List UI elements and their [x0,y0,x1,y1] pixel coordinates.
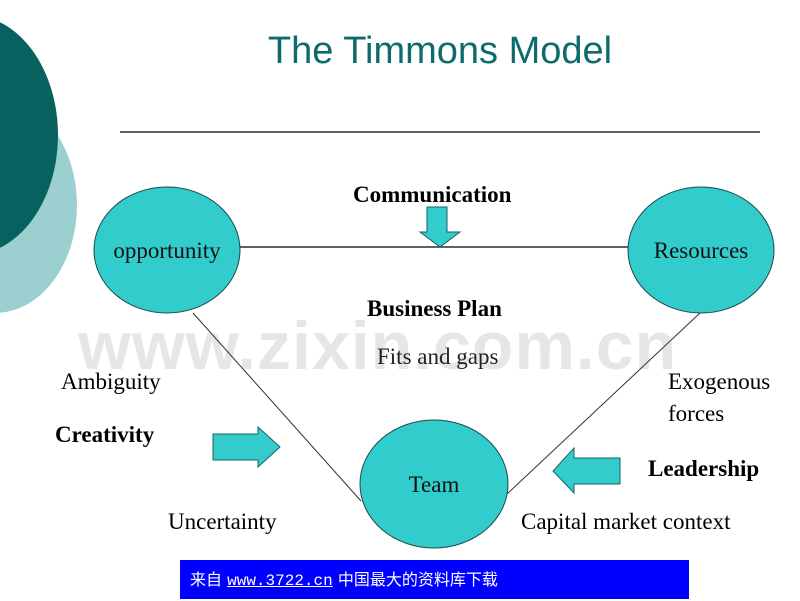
node-resources-label: Resources [653,238,749,263]
banner-link[interactable]: www.3722.cn [227,572,333,590]
node-team [359,419,509,549]
label-leadership: Leadership [648,456,760,481]
label-ambiguity: Ambiguity [61,369,161,394]
arrow-down-icon [418,206,462,248]
label-creativity: Creativity [55,422,155,447]
connector-opportunity-team [192,312,362,502]
label-fits-and-gaps: Fits and gaps [377,344,499,369]
node-opportunity [93,186,241,314]
label-exogenous: Exogenous [668,369,771,394]
label-business-plan: Business Plan [367,296,502,321]
node-team-label: Team [408,472,460,497]
node-resources [627,186,775,314]
slide-title: The Timmons Model [267,30,613,72]
watermark: www.zixin.com.cn [78,308,678,384]
node-opportunity-label: opportunity [113,238,221,263]
connector-resources-team [506,312,701,495]
label-communication: Communication [353,182,512,207]
decor-circle-dark [0,22,58,248]
banner-prefix: 来自 [190,570,223,589]
label-uncertainty: Uncertainty [168,509,277,534]
label-capital-market-context: Capital market context [521,509,731,534]
label-forces: forces [668,401,725,426]
arrow-left-icon [552,446,621,495]
download-banner: 来自 www.3722.cn 中国最大的资料库下载 [180,560,689,599]
banner-suffix: 中国最大的资料库下载 [337,570,498,589]
arrow-right-icon [212,425,281,469]
